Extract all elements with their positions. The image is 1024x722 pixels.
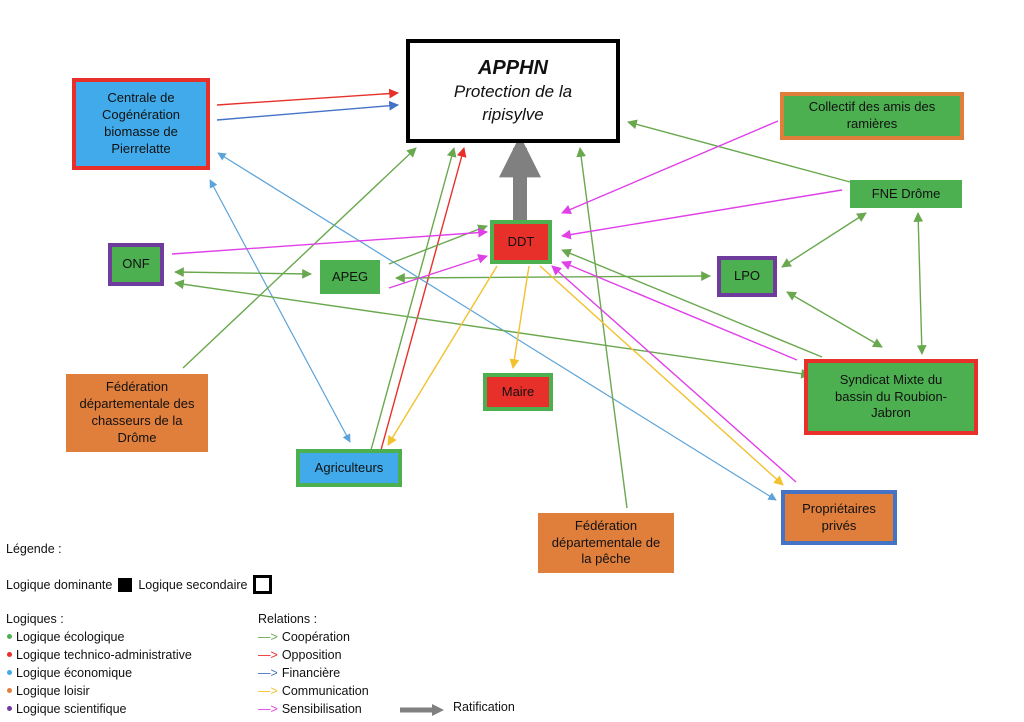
node-agriculteurs: Agriculteurs	[296, 449, 402, 487]
arrow-communication	[387, 265, 498, 446]
arrow-sensibilisation	[561, 189, 843, 240]
node-chasseurs: Fédération départementale des chasseurs …	[66, 374, 208, 452]
arrow-sensibilisation	[551, 265, 797, 483]
arrow-opposition	[216, 88, 399, 106]
node-centrale: Centrale de Cogénération biomasse de Pie…	[72, 78, 210, 170]
dot-icon	[7, 706, 12, 712]
legend-logique-item: Logique écologique	[6, 628, 192, 646]
dot-icon	[7, 652, 12, 658]
arrow-financiere	[209, 179, 351, 443]
apphn-title: APPHN	[477, 57, 548, 80]
arrow-cooperation	[786, 291, 883, 348]
arrow-icon: —>	[258, 702, 278, 716]
node-lpo: LPO	[717, 256, 777, 297]
legend-relations-title: Relations :	[258, 612, 318, 626]
arrow-icon: —>	[258, 666, 278, 680]
legend-logique-item: Logique scientifique	[6, 700, 192, 718]
legend-relations: Relations : —>Coopération —>Opposition —…	[258, 610, 369, 718]
legend-relation-item: —>Opposition	[258, 646, 369, 664]
legend-relation-item: —>Sensibilisation	[258, 700, 369, 718]
legend-logique-item: Logique économique	[6, 664, 192, 682]
legend-logique-label: Logique technico-administrative	[16, 648, 192, 662]
arrow-opposition	[380, 147, 467, 451]
node-proprietaires: Propriétaires privés	[781, 490, 897, 545]
legend-relation-item: —>Financière	[258, 664, 369, 682]
arrow-cooperation	[913, 212, 927, 355]
arrow-cooperation	[174, 267, 312, 279]
arrow-communication	[539, 265, 784, 486]
legend-logiques-title: Logiques :	[6, 612, 64, 626]
legend-secondaire-label: Logique secondaire	[138, 577, 248, 592]
legend-logique-item: Logique loisir	[6, 682, 192, 700]
arrow-icon: —>	[258, 684, 278, 698]
node-fne: FNE Drôme	[850, 180, 962, 208]
arrow-icon: —>	[258, 648, 278, 662]
node-peche: Fédération départementale de la pêche	[538, 513, 674, 573]
dot-icon	[7, 634, 12, 640]
legend-relation-label: Financière	[281, 666, 341, 680]
arrow-cooperation	[781, 212, 867, 268]
arrow-financiere	[216, 100, 399, 121]
arrow-sensibilisation	[171, 227, 488, 255]
node-apeg: APEG	[320, 260, 380, 294]
legend-dominante-label: Logique dominante	[6, 577, 113, 592]
legend-logique-label: Logique loisir	[16, 684, 90, 698]
legend-relation-label: Communication	[281, 684, 369, 698]
arrow-cooperation	[388, 224, 488, 265]
arrow-sensibilisation	[561, 260, 798, 361]
legend-relation-label: Opposition	[281, 648, 342, 662]
legend-logique-label: Logique écologique	[16, 630, 125, 644]
legend-logiques: Logiques : Logique écologique Logique te…	[6, 610, 192, 718]
legend-logique-item: Logique technico-administrative	[6, 646, 192, 664]
legend-dominante-square	[118, 577, 133, 592]
legend-logique-label: Logique scientifique	[16, 702, 127, 716]
node-syndicat: Syndicat Mixte du bassin du Roubion-Jabr…	[804, 359, 978, 435]
legend-title: Légende :	[6, 542, 62, 556]
arrow-communication	[509, 265, 530, 369]
arrow-cooperation	[182, 147, 417, 369]
node-onf: ONF	[108, 243, 164, 286]
dot-icon	[7, 688, 12, 694]
legend-relation-label: Sensibilisation	[281, 702, 362, 716]
arrow-icon: —>	[258, 630, 278, 644]
node-ddt: DDT	[490, 220, 552, 264]
node-maire: Maire	[483, 373, 553, 411]
legend-relation-item: —>Coopération	[258, 628, 369, 646]
arrow-sensibilisation	[561, 120, 779, 215]
legend-ratification-label: Ratification	[453, 700, 515, 714]
node-apphn: APPHN Protection de la ripisylve	[406, 39, 620, 143]
ratification-legend-icon	[400, 704, 444, 716]
legend-logic-types: Logique dominante Logique secondaire	[6, 575, 278, 596]
legend-secondaire-square	[253, 575, 273, 594]
arrow-cooperation	[627, 119, 851, 183]
legend-relation-label: Coopération	[281, 630, 350, 644]
legend-logique-label: Logique économique	[16, 666, 133, 680]
apphn-subtitle: Protection de la ripisylve	[453, 82, 573, 124]
legend-relation-item: —>Communication	[258, 682, 369, 700]
dot-icon	[7, 670, 12, 676]
arrow-cooperation	[174, 279, 811, 379]
arrow-sensibilisation	[388, 254, 488, 289]
arrow-financiere	[217, 152, 777, 501]
node-collectif: Collectif des amis des ramières	[780, 92, 964, 140]
arrow-cooperation	[561, 248, 823, 358]
